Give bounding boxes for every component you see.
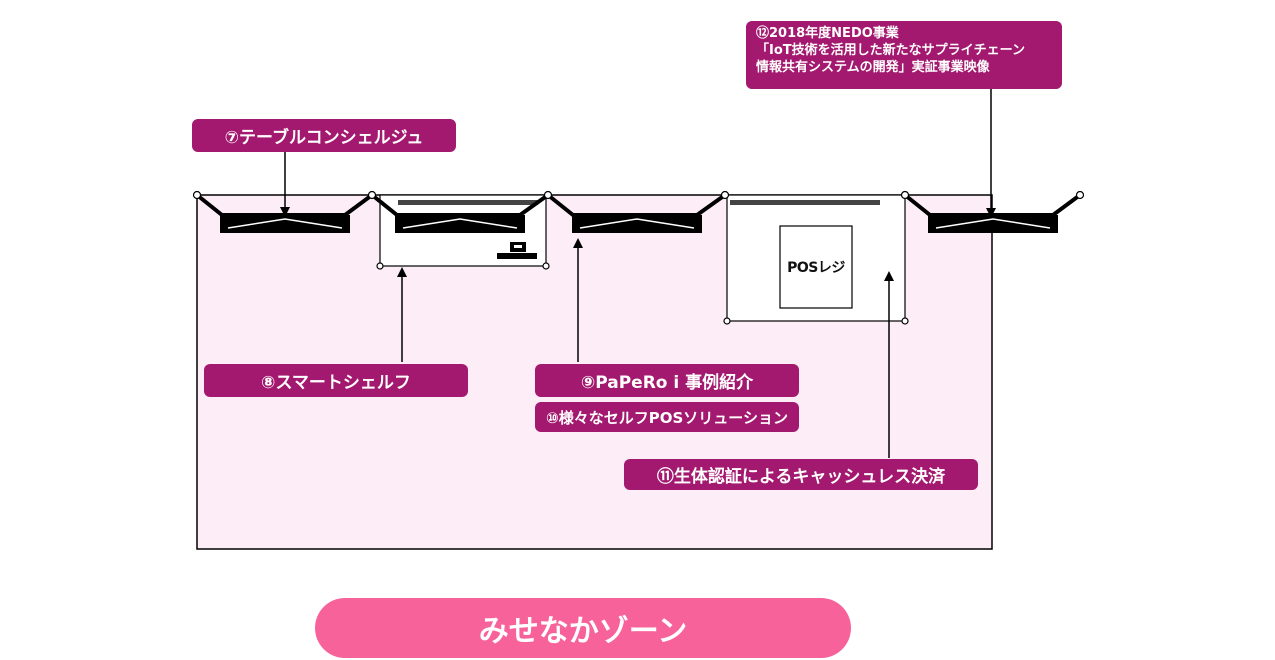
label-papero: ⑨PaPeRo i 事例紹介 [535,364,799,397]
nedo-line-3: 情報共有システムの開発」実証事業映像 [756,60,990,75]
table-unit-3 [546,193,727,233]
pos-register-box [779,225,853,309]
nedo-line-1: ⑫2018年度NEDO事業 [756,26,899,41]
table-unit-2 [370,193,550,233]
label-table-concierge: ⑦テーブルコンシェルジュ [192,119,456,152]
label-smart-shelf: ⑧スマートシェルフ [204,364,468,397]
zone-title: みせなかゾーン [315,598,851,658]
shelf-strip-2 [730,200,880,205]
label-self-pos: ⑩様々なセルフPOSソリューション [535,402,799,432]
shelf-device [497,253,537,259]
label-nedo-video: ⑫2018年度NEDO事業 「IoT技術を活用した新たなサプライチェーン 情報共… [746,21,1062,89]
joint-markers [192,190,1085,325]
shelf-device-screen [514,245,522,248]
nedo-line-2: 「IoT技術を活用した新たなサプライチェーン [756,43,1025,58]
label-biometric: ⑪生体認証によるキャッシュレス決済 [624,459,978,490]
pos-register-label: POSレジ [787,260,845,276]
shelf-strip-1 [398,200,538,205]
